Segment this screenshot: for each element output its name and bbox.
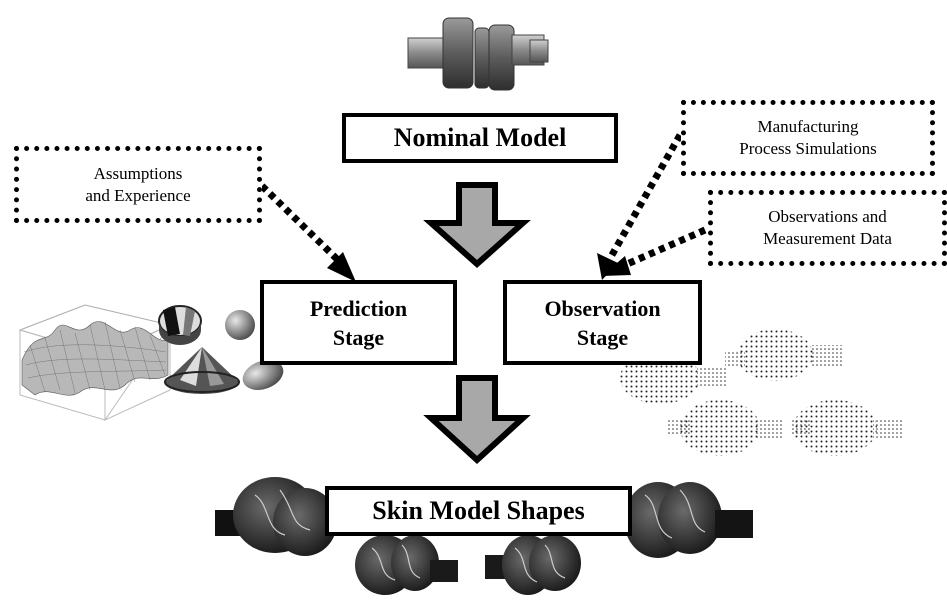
arrow-observations: [623, 226, 707, 269]
sphere-image: [225, 310, 255, 340]
prediction-stage-line2: Stage: [332, 324, 385, 350]
observation-stage-line1: Observation: [544, 295, 661, 321]
nominal-model-box: Nominal Model: [342, 113, 618, 163]
skin-model-shapes-label: Skin Model Shapes: [372, 496, 585, 525]
prediction-stage-box: Prediction Stage: [260, 280, 457, 365]
arrow-manufacturing: [604, 133, 684, 264]
arrowhead-observations: [602, 256, 631, 276]
arrowhead-assumptions: [327, 252, 356, 282]
assumptions-line2: and Experience: [85, 185, 191, 205]
skin-model-shapes-box: Skin Model Shapes: [325, 486, 632, 536]
prediction-stage-line1: Prediction: [309, 295, 408, 321]
manufacturing-line1: Manufacturing: [757, 117, 859, 136]
point-cloud-image: [620, 329, 903, 456]
assumptions-line1: Assumptions: [93, 163, 183, 183]
point-cloud-2: [725, 329, 842, 381]
block-arrow-bottom: [423, 375, 531, 465]
skin-model-image-4: [624, 482, 753, 558]
manufacturing-line2: Process Simulations: [739, 139, 877, 158]
surface-plot-image: [18, 304, 172, 422]
point-cloud-3: [668, 400, 784, 456]
observations-box: Observations and Measurement Data: [708, 190, 947, 266]
observation-stage-line2: Stage: [576, 324, 629, 350]
assumptions-box: Assumptions and Experience: [14, 146, 262, 223]
skin-model-image-3: [485, 535, 581, 595]
arrowhead-manufacturing: [597, 253, 618, 280]
cone-image: [164, 347, 240, 394]
skin-model-image-2: [355, 535, 458, 595]
dotted-arrows: [259, 133, 707, 269]
nominal-model-label: Nominal Model: [393, 123, 567, 152]
manufacturing-box: Manufacturing Process Simulations: [681, 100, 935, 176]
crankshaft-image: [407, 17, 549, 91]
arrow-assumptions: [259, 183, 343, 265]
skin-model-image-1: [215, 477, 337, 556]
cylinder-band-image: [158, 305, 202, 345]
observations-line1: Observations and: [768, 207, 887, 226]
observation-stage-box: Observation Stage: [503, 280, 702, 365]
point-cloud-1: [620, 352, 727, 404]
observations-line2: Measurement Data: [763, 229, 892, 248]
ellipsoid-image: [242, 360, 284, 390]
block-arrow-top: [423, 182, 531, 269]
point-cloud-4: [790, 400, 903, 456]
